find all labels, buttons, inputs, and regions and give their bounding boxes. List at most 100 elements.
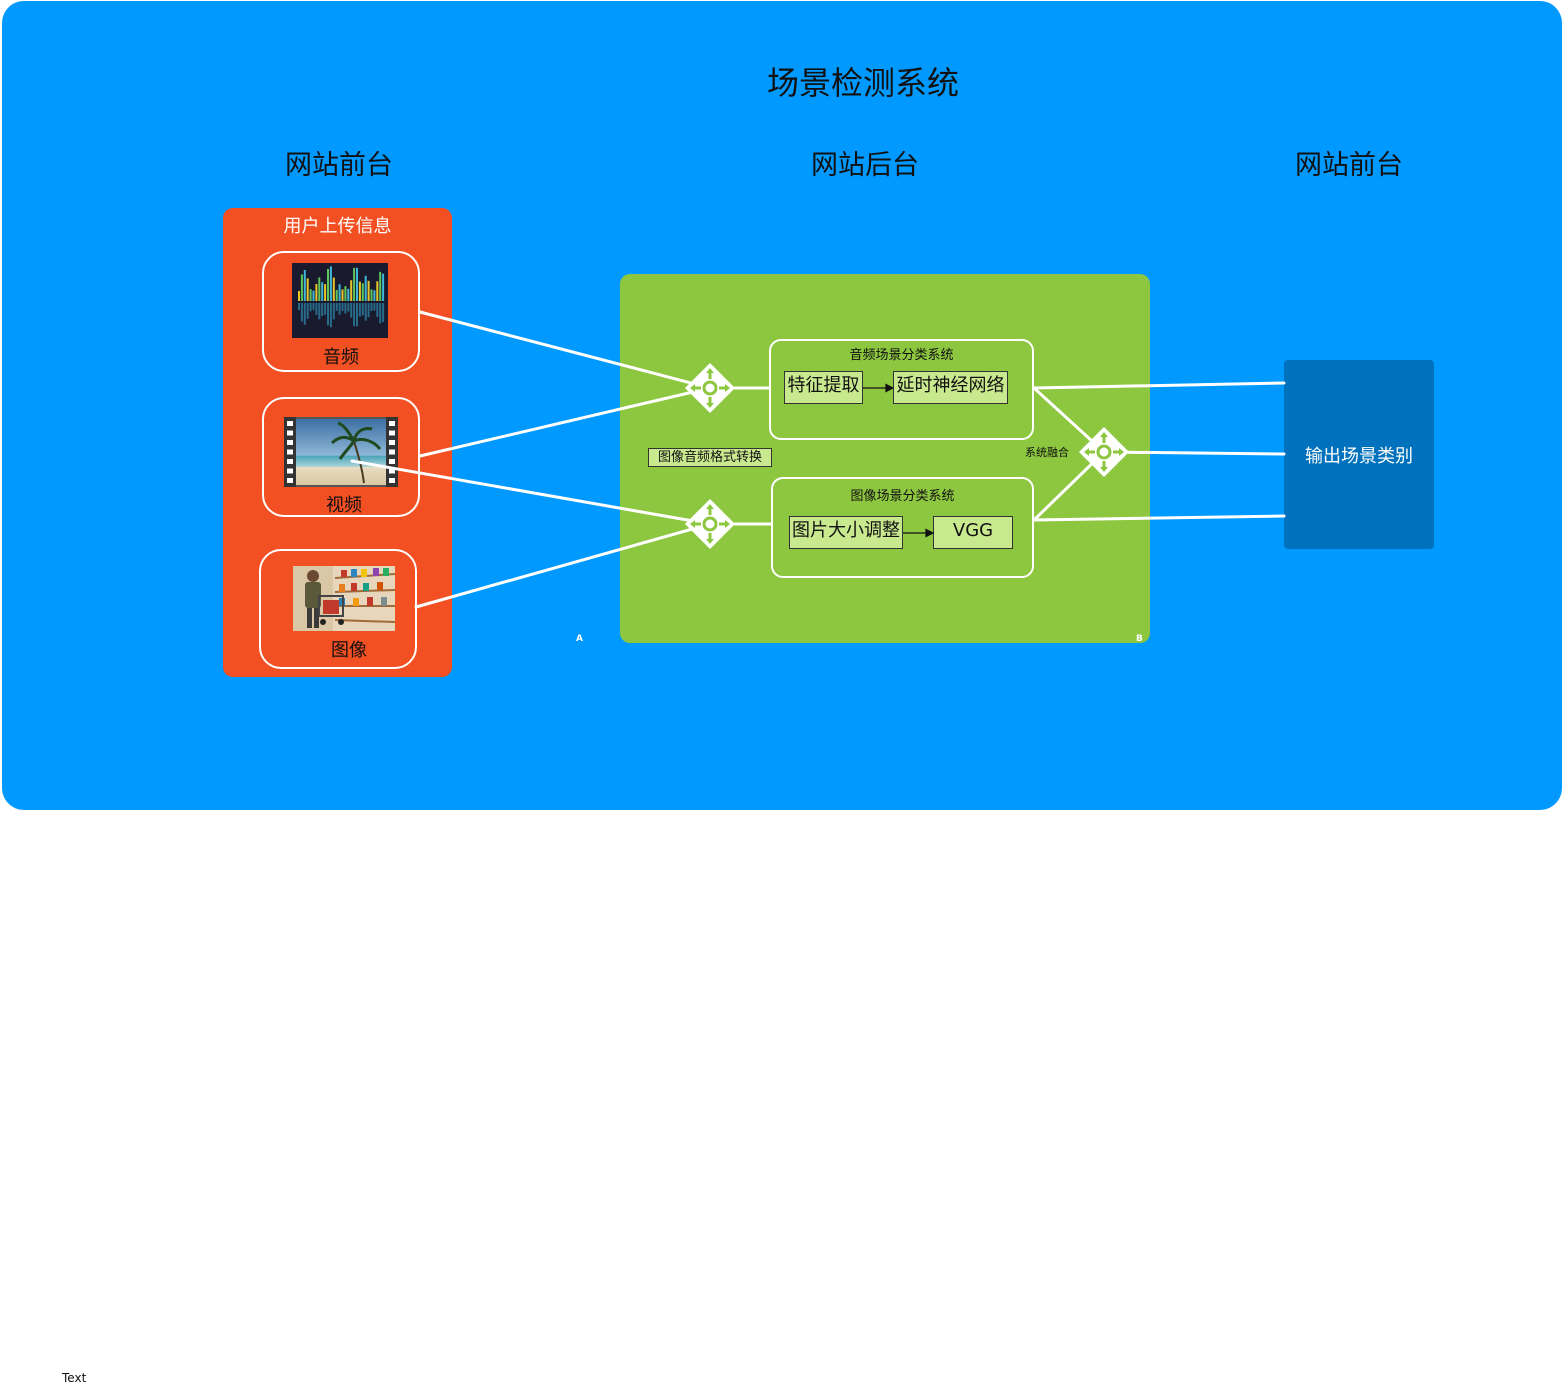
waveform-reflection-bar <box>356 303 358 327</box>
sprocket-hole <box>389 421 395 426</box>
waveform-bar <box>361 283 364 301</box>
sprocket-hole <box>389 459 395 464</box>
waveform-reflection-bar <box>309 303 312 312</box>
video-label: 视频 <box>326 495 362 516</box>
waveform-reflection-bar <box>300 303 303 322</box>
waveform-bar <box>321 282 324 301</box>
waveform-bar <box>318 277 321 301</box>
waveform-reflection-bar <box>361 303 364 316</box>
audio-hub-icon <box>685 363 735 413</box>
waveform-reflection-bar <box>315 303 318 315</box>
feature-to-tdnn-arrowhead <box>885 383 895 393</box>
audio-system-title: 音频场景分类系统 <box>849 348 954 363</box>
waveform-bar <box>347 288 350 301</box>
waveform-reflection-bar <box>332 303 335 320</box>
fusion-to-output-line <box>1102 450 1286 456</box>
sprocket-hole <box>287 421 293 426</box>
waveform-reflection-bar <box>338 303 341 315</box>
sprocket-hole <box>287 449 293 455</box>
waveform-bar <box>373 290 376 301</box>
upload-panel-title: 用户上传信息 <box>283 216 392 237</box>
waveform-bar <box>324 284 327 301</box>
video-filmstrip-icon <box>284 417 398 487</box>
image-classification-system <box>771 477 1034 578</box>
waveform-reflection-bar <box>344 303 347 314</box>
sprocket-hole <box>287 440 293 445</box>
waveform-bar <box>344 286 347 301</box>
waveform-reflection-bar <box>370 303 373 312</box>
sprocket-hole <box>389 430 395 436</box>
audio-system-to-output-line <box>1032 381 1286 390</box>
waveform-bar <box>376 281 379 301</box>
video-to-image-hub-line <box>350 459 712 526</box>
waveform-bar <box>303 269 306 301</box>
waveform-reflection-bar <box>367 303 370 318</box>
waveform-bar <box>329 266 332 301</box>
right-section-header: 网站前台 <box>1295 150 1403 181</box>
waveform-reflection-bar <box>327 303 329 326</box>
waveform-bar <box>312 290 315 301</box>
image-system-title: 图像场景分类系统 <box>850 489 955 504</box>
sprocket-hole <box>287 468 293 474</box>
fusion-hub-icon <box>1079 427 1129 477</box>
waveform-bar <box>309 289 312 301</box>
waveform-bar <box>382 273 385 301</box>
video-to-audio-hub-line <box>418 386 712 458</box>
image-hub-icon <box>685 499 735 549</box>
sprocket-hole <box>389 440 395 445</box>
tdnn-step: 延时神经网络 <box>893 371 1008 404</box>
system-fusion-label: 系统融合 <box>1025 446 1069 459</box>
footer-text: Text <box>62 1371 87 1385</box>
image-resize-step: 图片大小调整 <box>789 516 903 549</box>
waveform-bar <box>353 267 356 301</box>
resize-to-vgg-arrowhead <box>925 528 935 538</box>
waveform-reflection-bar <box>298 303 300 310</box>
sprocket-hole <box>389 478 395 483</box>
waveform-reflection-bar <box>329 303 332 328</box>
feature-extraction-step: 特征提取 <box>784 371 863 404</box>
waveform-reflection-bar <box>341 303 344 312</box>
audio-to-hub-line <box>418 310 712 390</box>
waveform-reflection-bar <box>312 303 315 311</box>
sprocket-hole <box>287 478 293 483</box>
middle-section-header: 网站后台 <box>811 150 919 181</box>
waveform-bar <box>327 268 329 301</box>
waveform-reflection-bar <box>382 303 385 323</box>
waveform-bar <box>315 283 318 301</box>
waveform-reflection-bar <box>373 303 376 311</box>
diagram-title-text: 场景检测系统 <box>767 64 960 102</box>
sprocket-hole <box>287 430 293 436</box>
waveform-bar <box>341 289 344 301</box>
waveform-reflection-bar <box>364 303 367 321</box>
waveform-bar <box>358 281 361 301</box>
waveform-bar <box>300 274 303 301</box>
vgg-step: VGG <box>933 516 1013 549</box>
left-section-header: 网站前台 <box>285 150 393 181</box>
waveform-reflection-bar <box>358 303 361 317</box>
image-system-to-output-line <box>1032 514 1286 522</box>
audio-classification-system <box>769 339 1034 440</box>
corner-marker-b: B <box>1136 634 1143 644</box>
format-conversion-label: 图像音频格式转换 <box>648 448 772 467</box>
audio-label: 音频 <box>323 347 359 368</box>
waveform-reflection-bar <box>321 303 324 317</box>
audio-waveform-icon <box>292 263 388 338</box>
waveform-reflection-bar <box>347 303 350 312</box>
waveform-reflection-bar <box>379 303 382 324</box>
waveform-bar <box>370 289 373 301</box>
waveform-bar <box>379 271 382 301</box>
photo-icon <box>293 566 395 631</box>
waveform-bar <box>356 267 358 301</box>
waveform-reflection-bar <box>318 303 321 320</box>
waveform-reflection-bar <box>353 303 356 327</box>
image-to-hub-line <box>414 522 712 609</box>
image-item[interactable] <box>259 549 417 669</box>
sprocket-hole <box>287 459 293 464</box>
sprocket-hole <box>389 449 395 455</box>
output-label: 输出场景类别 <box>1305 445 1413 467</box>
waveform-bar <box>335 289 338 301</box>
waveform-reflection-bar <box>350 303 353 318</box>
waveform-bar <box>367 280 370 301</box>
waveform-reflection-bar <box>335 303 338 311</box>
